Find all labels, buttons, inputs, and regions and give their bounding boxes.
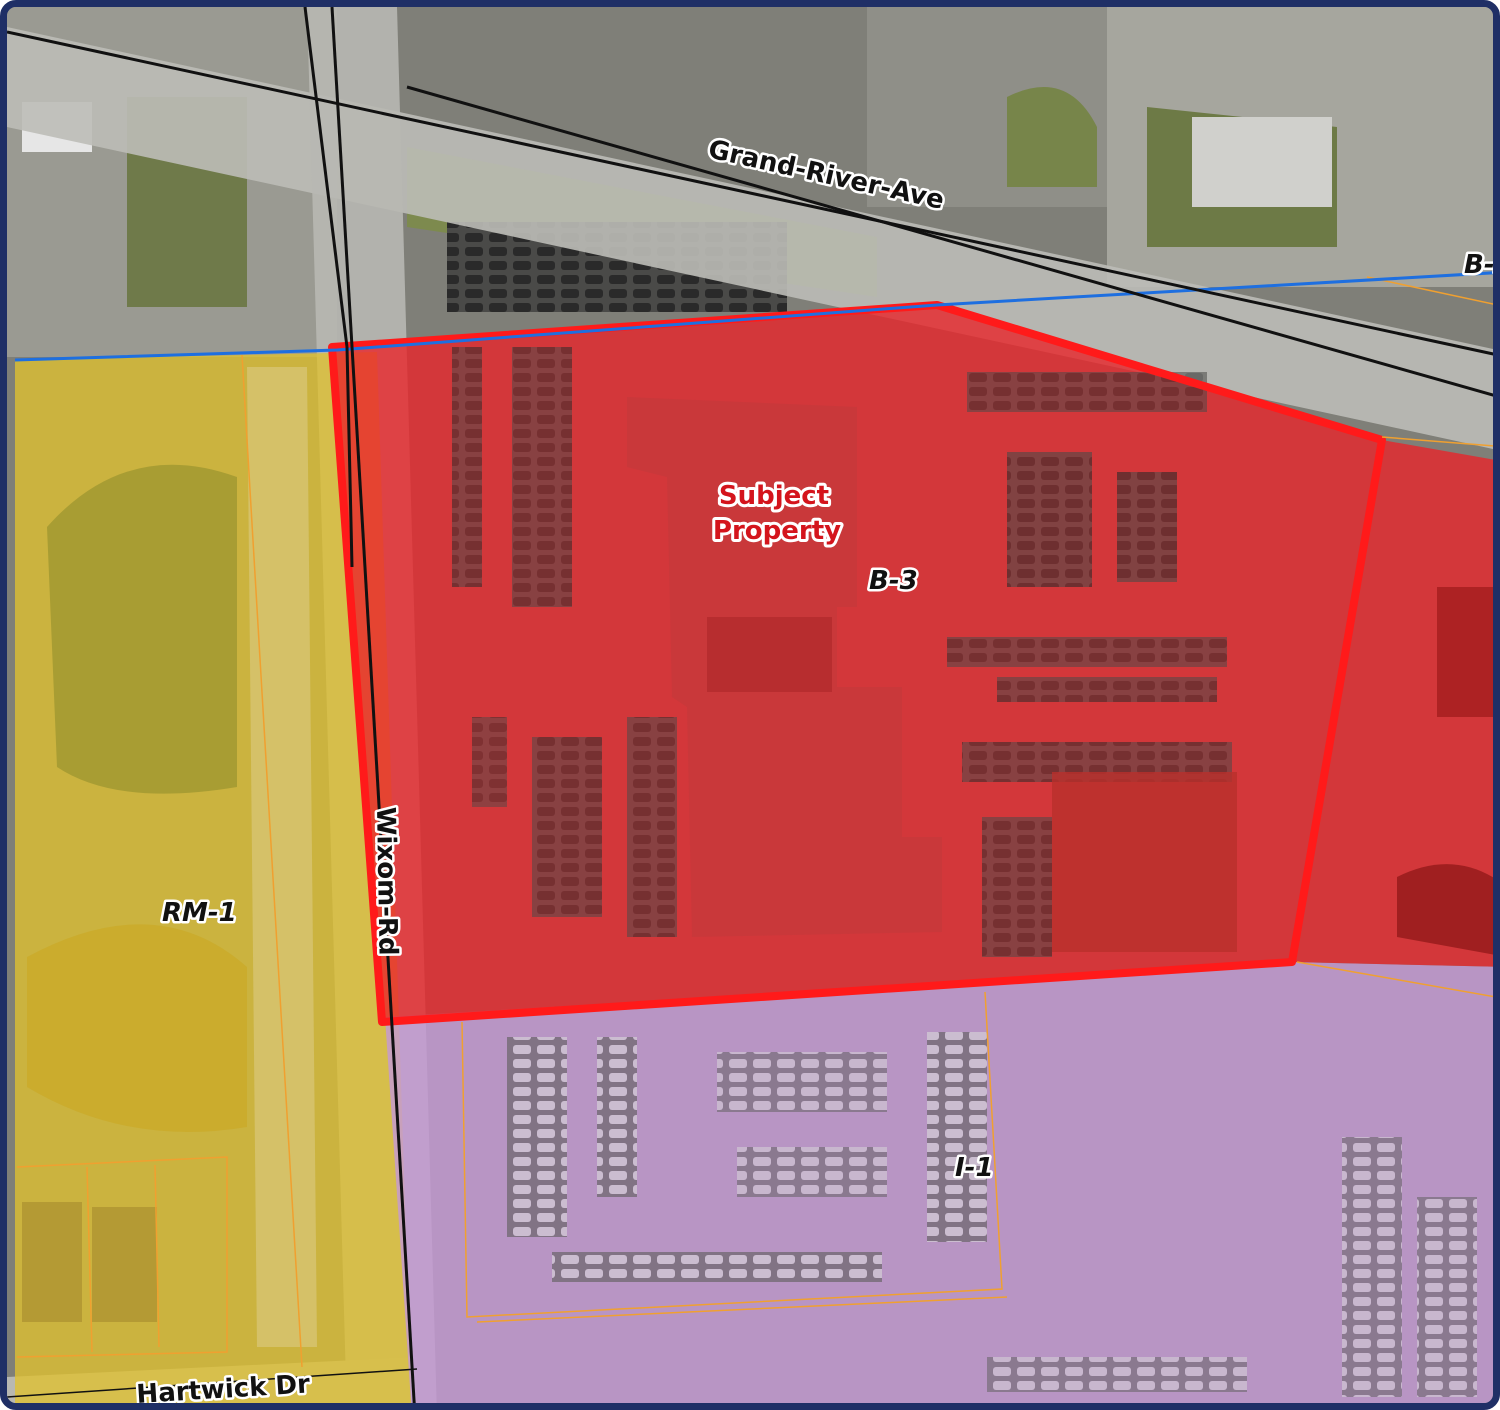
zone-label-rm1: RM-1 bbox=[162, 898, 237, 928]
zoning-boundary-line bbox=[14, 271, 1493, 362]
road-label-wixom: Wixom-Rd bbox=[370, 807, 403, 956]
subject-label-line2: Property bbox=[713, 516, 841, 546]
zone-i1[interactable] bbox=[385, 962, 1500, 1410]
zone-rm1[interactable] bbox=[15, 352, 412, 1410]
parcel-lines bbox=[16, 276, 1493, 1368]
zoning-map[interactable]: Grand-River-Ave Wixom-Rd Hartwick Dr Sub… bbox=[7, 7, 1500, 1410]
zone-label-b3: B-3 bbox=[869, 566, 918, 596]
zone-label-b3-north: B-3 bbox=[1464, 250, 1500, 280]
zone-label-i1: I-1 bbox=[955, 1153, 994, 1183]
subject-property-parcel[interactable] bbox=[328, 301, 1386, 1026]
zone-b3-east[interactable] bbox=[1292, 440, 1500, 967]
subject-label-line1: Subject bbox=[719, 481, 829, 511]
road-centerlines bbox=[7, 7, 1493, 1403]
